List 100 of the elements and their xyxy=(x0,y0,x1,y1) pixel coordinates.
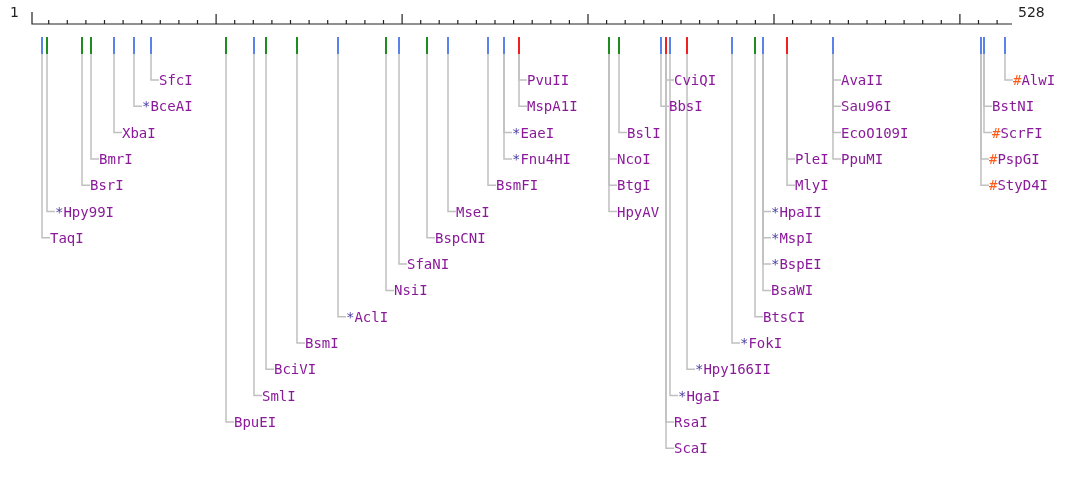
enzyme-label: MlyI xyxy=(795,177,829,194)
enzyme-label: HpyAV xyxy=(617,203,660,220)
leader-line xyxy=(90,53,100,160)
leader-line xyxy=(618,53,628,134)
leader-line xyxy=(385,53,395,292)
leader-line xyxy=(81,53,91,186)
cut-site-mark xyxy=(133,37,135,54)
leader-line xyxy=(1004,53,1014,81)
leader-line xyxy=(253,53,263,397)
enzyme-label: SmlI xyxy=(262,387,296,404)
cut-site-mark xyxy=(81,37,83,54)
enzyme-label: CviQI xyxy=(674,72,717,88)
enzyme-label: #PspGI xyxy=(989,150,1040,167)
enzyme-label: *Hpy166II xyxy=(695,361,771,378)
enzyme-label: BsmI xyxy=(305,335,339,351)
leader-line xyxy=(983,53,993,134)
leader-line xyxy=(832,53,842,160)
cut-site-mark xyxy=(832,37,834,54)
enzyme-label: BtsCI xyxy=(763,308,806,325)
leader-line xyxy=(518,53,528,108)
enzyme-label: SfcI xyxy=(159,72,193,88)
cut-site-mark xyxy=(762,37,764,54)
cut-site-mark xyxy=(46,37,48,54)
leader-line xyxy=(669,53,679,397)
enzyme-label: AvaII xyxy=(841,72,884,88)
leader-line xyxy=(786,53,796,186)
enzyme-label: XbaI xyxy=(122,124,156,141)
enzyme-label: #ScrFI xyxy=(992,124,1043,141)
leader-line xyxy=(754,53,764,318)
enzyme-label: ScaI xyxy=(674,440,708,457)
cut-site-mark xyxy=(1004,37,1006,54)
cut-site-mark xyxy=(150,37,152,54)
leader-line xyxy=(660,53,670,108)
cut-site-mark xyxy=(426,37,428,54)
cut-site-mark xyxy=(41,37,43,54)
cut-site-mark xyxy=(731,37,733,54)
enzyme-label: BsaWI xyxy=(771,282,814,299)
leader-line xyxy=(265,53,275,371)
cut-site-mark xyxy=(786,37,788,54)
cut-site-mark xyxy=(608,37,610,54)
enzyme-label: *HgaI xyxy=(678,387,721,404)
enzyme-label: BtgI xyxy=(617,177,651,194)
enzyme-label: BspCNI xyxy=(435,229,486,246)
cut-site-mark xyxy=(225,37,227,54)
cut-site-mark xyxy=(265,37,267,54)
leader-line xyxy=(46,53,56,213)
leader-line xyxy=(113,53,123,134)
cut-site-mark xyxy=(980,37,982,54)
enzyme-label: TaqI xyxy=(50,229,84,246)
leader-line xyxy=(503,53,513,160)
leader-line xyxy=(686,53,696,371)
leader-line xyxy=(150,53,160,81)
leader-line xyxy=(133,53,143,108)
cut-site-mark xyxy=(385,37,387,54)
enzyme-label: *FokI xyxy=(740,335,783,351)
enzyme-label: BslI xyxy=(627,124,661,141)
cut-site-mark xyxy=(487,37,489,54)
cut-site-mark xyxy=(518,37,520,54)
cut-site-mark xyxy=(253,37,255,54)
enzyme-label: BsrI xyxy=(90,177,124,194)
cut-site-mark xyxy=(618,37,620,54)
enzyme-label: *Hpy99I xyxy=(55,203,114,220)
cut-site-mark xyxy=(665,37,667,54)
leader-line xyxy=(426,53,436,239)
enzyme-label: Sau96I xyxy=(841,98,892,115)
cut-site-mark xyxy=(447,37,449,54)
enzyme-label: PpuMI xyxy=(841,150,884,167)
enzyme-label: BpuEI xyxy=(234,413,277,430)
enzyme-label: BciVI xyxy=(274,361,317,378)
leader-line xyxy=(980,53,990,186)
cut-site-mark xyxy=(296,37,298,54)
leader-line xyxy=(447,53,457,213)
enzyme-label: *BspEI xyxy=(771,256,822,273)
enzyme-label: *EaeI xyxy=(512,124,555,141)
cut-site-mark xyxy=(754,37,756,54)
enzyme-label: PvuII xyxy=(527,72,570,88)
cut-site-mark xyxy=(90,37,92,54)
cut-site-mark xyxy=(660,37,662,54)
enzyme-label: #AlwI xyxy=(1013,72,1056,88)
leader-line xyxy=(398,53,408,265)
leader-line xyxy=(225,53,235,423)
cut-site-mark xyxy=(669,37,671,54)
enzyme-label: BbsI xyxy=(669,98,703,115)
enzyme-label: *AclI xyxy=(346,308,389,325)
enzyme-label: *HpaII xyxy=(771,203,822,220)
leader-line xyxy=(608,53,618,213)
cut-site-mark xyxy=(113,37,115,54)
enzyme-label: *MspI xyxy=(771,229,814,246)
cut-site-mark xyxy=(337,37,339,54)
enzyme-label: MspA1I xyxy=(527,98,578,115)
enzyme-label: NsiI xyxy=(394,282,428,299)
enzyme-label: *BceAI xyxy=(142,98,193,115)
cut-site-mark xyxy=(503,37,505,54)
leader-line xyxy=(487,53,497,186)
enzyme-label: PleI xyxy=(795,150,829,167)
enzyme-label: *Fnu4HI xyxy=(512,150,571,167)
leader-line xyxy=(296,53,306,344)
enzyme-label: BmrI xyxy=(99,150,133,167)
enzyme-label: BstNI xyxy=(992,98,1035,115)
position-number: 528 xyxy=(1018,4,1045,20)
